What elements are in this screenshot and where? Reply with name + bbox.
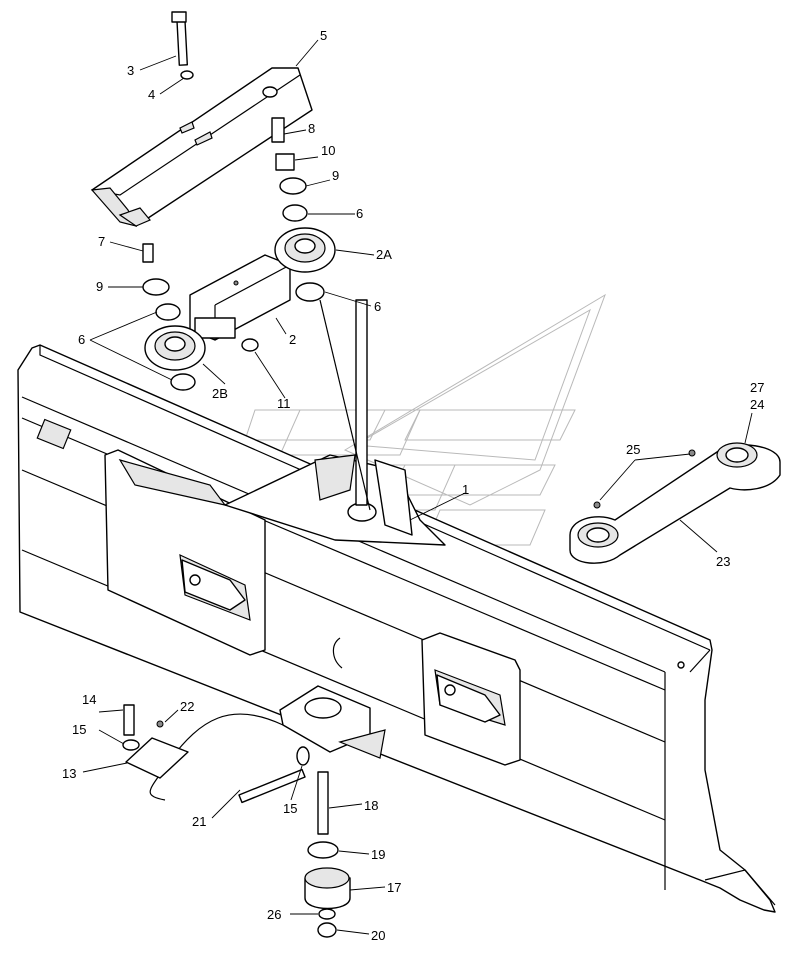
callout-14: 14 (82, 692, 96, 707)
grease-22 (156, 720, 164, 728)
bolt-18 (317, 771, 329, 835)
callout-9-left: 9 (96, 279, 103, 294)
callout-2a: 2A (376, 247, 392, 262)
center-pivot-mount (224, 299, 446, 546)
washer-9 (279, 177, 307, 195)
callout-22: 22 (180, 699, 194, 714)
blade-label-plate (36, 418, 72, 450)
left-push-bracket (104, 449, 266, 656)
spacer-10 (275, 153, 295, 171)
callout-15-right: 15 (283, 801, 297, 816)
blade-lift-hook (332, 637, 343, 669)
callout-4: 4 (148, 87, 155, 102)
ball-joint-2a (274, 227, 336, 273)
bolt-7 (142, 243, 154, 263)
callout-labels: 3 4 5 8 10 9 6 2A 6 7 9 6 2 2B 11 1 25 2… (62, 28, 764, 943)
callout-19: 19 (371, 847, 385, 862)
callout-6-left: 6 (78, 332, 85, 347)
blade-moldboard (17, 344, 776, 913)
callout-9-upper: 9 (332, 168, 339, 183)
callout-15-left: 15 (72, 722, 86, 737)
lower-hardware (122, 685, 386, 938)
bushing-6 (282, 204, 308, 222)
washer-4 (180, 70, 194, 80)
washer-19 (307, 841, 339, 859)
callout-18: 18 (364, 798, 378, 813)
callout-27: 27 (750, 380, 764, 395)
callout-3: 3 (127, 63, 134, 78)
callout-10: 10 (321, 143, 335, 158)
callout-20: 20 (371, 928, 385, 943)
plate-13 (125, 737, 189, 779)
callout-17: 17 (387, 880, 401, 895)
callout-2b: 2B (212, 386, 228, 401)
leader-lines (82, 39, 753, 935)
callout-25: 24 (750, 397, 764, 412)
callout-6-upper: 6 (356, 206, 363, 221)
bushing-6d (170, 373, 196, 391)
center-block (189, 254, 291, 341)
callout-11: 11 (277, 396, 291, 411)
bolt-8 (271, 117, 285, 143)
callout-6-right: 6 (374, 299, 381, 314)
washer-9b (142, 278, 170, 296)
callout-23: 26 (267, 907, 281, 922)
bushing-6c (155, 303, 181, 321)
callout-21: 21 (192, 814, 206, 829)
callout-5: 5 (320, 28, 327, 43)
bolt-21 (238, 768, 306, 804)
nut-11 (241, 338, 259, 352)
upper-hardware (142, 117, 325, 391)
callout-8: 8 (308, 121, 315, 136)
bolt-14 (123, 704, 135, 736)
bushing-6b (295, 282, 325, 302)
washer-15 (122, 739, 140, 751)
callout-13: 13 (62, 766, 76, 781)
callout-1: 1 (462, 482, 469, 497)
ball-joint-2b (144, 325, 206, 371)
callout-24: 23 (716, 554, 730, 569)
washer-15b (296, 746, 310, 766)
callout-7: 7 (98, 234, 105, 249)
upper-arm-assembly (90, 11, 313, 227)
right-push-bracket (421, 632, 521, 766)
nut-20 (317, 922, 337, 938)
link-arm-24 (569, 442, 781, 564)
callout-2: 2 (289, 332, 296, 347)
callout-26: 25 (626, 442, 640, 457)
washer-23 (318, 908, 336, 920)
